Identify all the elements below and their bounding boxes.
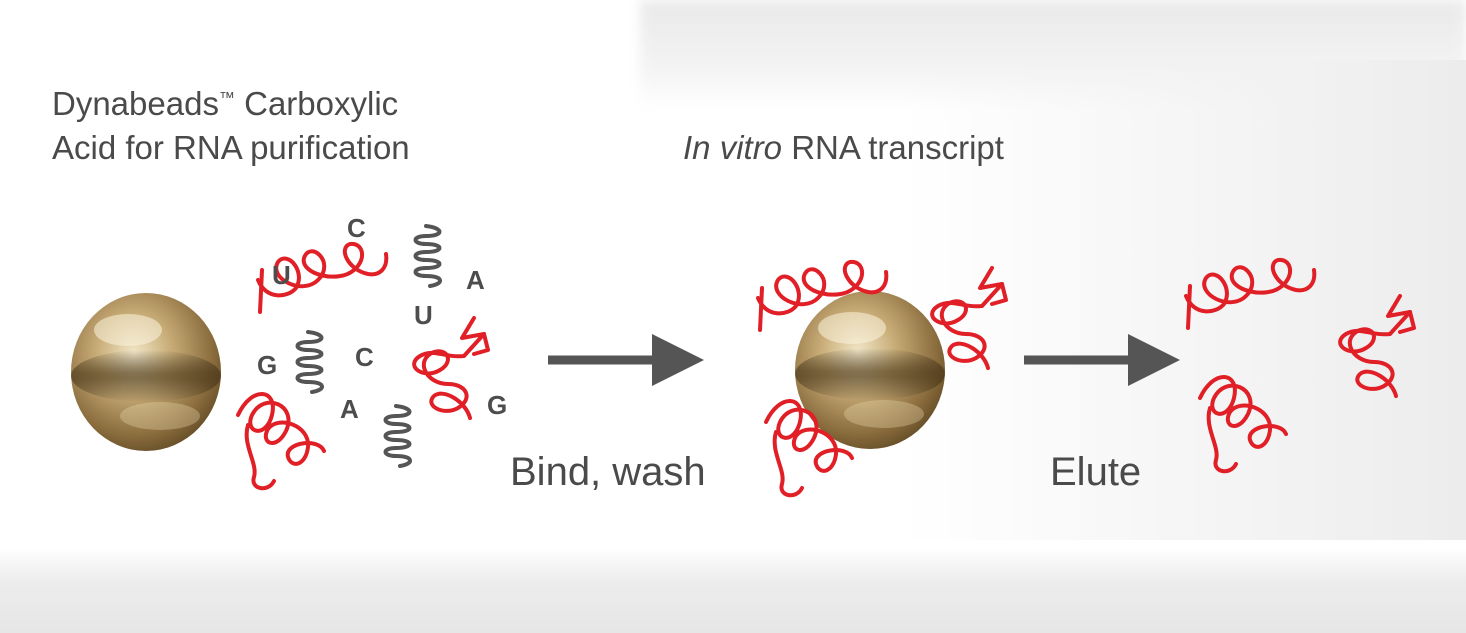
background-haze-right [900, 60, 1466, 540]
nucleotide-letter: U [272, 260, 291, 290]
purified-rna-group [1184, 257, 1416, 474]
rna-strand-icon [236, 391, 326, 491]
background-haze-bottom [0, 548, 1466, 633]
trademark-symbol: ™ [218, 90, 235, 107]
magnetic-bead-icon [71, 293, 221, 451]
nucleotide-letter: C [347, 213, 366, 243]
nucleotide-letter: G [257, 350, 278, 380]
transcript-title-italic: In vitro [683, 129, 783, 166]
nucleotide-letter: G [487, 390, 508, 420]
transcript-title: In vitro RNA transcript [683, 126, 1004, 170]
beads-title-line1: Dynabeads™ Carboxylic [52, 85, 399, 122]
bound-bead-group [756, 259, 1008, 498]
arrow-elute [1024, 334, 1180, 386]
beads-title: Dynabeads™ Carboxylic Acid for RNA purif… [52, 82, 410, 170]
rna-strand-icon [1184, 257, 1317, 330]
rna-strand-icon [412, 316, 490, 420]
dna-helix-icon [383, 404, 413, 468]
arrow-bind [548, 334, 704, 386]
nucleotide-letter: C [355, 342, 374, 372]
transcript-title-rest: RNA transcript [782, 129, 1004, 166]
nucleotide-letter: A [466, 265, 485, 295]
dna-helix-icon [413, 224, 443, 288]
nucleotide-letter: A [340, 394, 359, 424]
bind-wash-label: Bind, wash [510, 450, 706, 494]
rna-strand-icon [1198, 374, 1288, 474]
dna-helix-icon [295, 330, 325, 394]
beads-title-line2: Acid for RNA purification [52, 129, 410, 166]
nucleotide-letter: U [414, 300, 433, 330]
elute-label: Elute [1050, 450, 1142, 494]
rna-strand-icon [1338, 294, 1416, 398]
